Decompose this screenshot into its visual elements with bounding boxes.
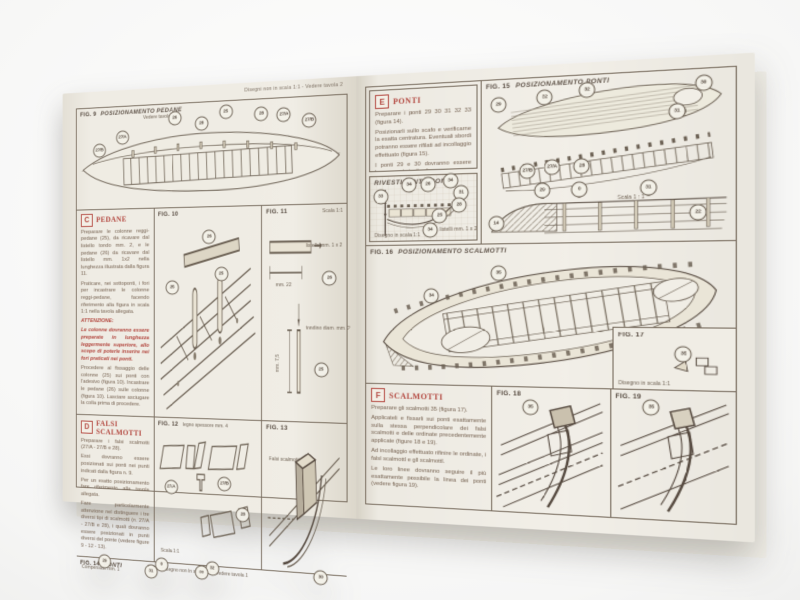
deck-positioning-drawing — [484, 78, 734, 242]
section-paragraph: Procedere al fissaggio delle colonne (25… — [80, 365, 150, 408]
fig9-panel: FIG. 9 POSIZIONAMENTO PEDANE Vedere tavo… — [77, 95, 347, 210]
fig10-panel: FIG. 10 — [153, 205, 262, 420]
section-paragraph: Fare particolarmente attenzione nel dist… — [80, 500, 150, 551]
section-c-paragraphs-2: Procedere al fissaggio delle colonne (25… — [81, 365, 149, 409]
fig17-scale: Disegno in scala 1:1 — [618, 379, 671, 388]
section-f-paragraphs: Preparare gli scalmotti 35 (figura 17).A… — [371, 405, 486, 495]
fig12-panel: FIG. 12 legno spessore mm. 4 — [153, 416, 262, 570]
page-left: Disegni non in scala 1:1 - Vedere tavola… — [62, 76, 357, 600]
section-d-letter-box: D — [80, 420, 93, 434]
page-left-frame: FIG. 9 POSIZIONAMENTO PEDANE Vedere tavo… — [75, 93, 350, 600]
section-paragraph: Applicateli e fissarli sui ponti esattam… — [371, 415, 487, 447]
scalmotti-positioning-drawing — [368, 253, 733, 389]
falsi-scalmotti-block-drawing — [264, 430, 345, 573]
fig11-rod-label: tondino diam. mm. 2 — [305, 325, 351, 333]
rivestimento-scale: Disegno in scala 1:1 — [374, 232, 421, 239]
section-paragraph: Ad incollaggio effettuato rifinire le or… — [371, 448, 487, 465]
section-f-title: SCALMOTTI — [389, 390, 444, 402]
section-e-paragraphs: Preparare i ponti 29 30 31 32 33 (figura… — [375, 107, 471, 172]
section-paragraph: Le loro linee dovranno seguire il più es… — [371, 465, 487, 490]
scalmotto-mount-drawing-18 — [495, 397, 608, 514]
section-f-letter-box: F — [371, 387, 386, 403]
section-c-title: PEDANE — [96, 215, 127, 225]
section-f-panel: F SCALMOTTI Preparare gli scalmotti 35 (… — [366, 384, 491, 510]
section-paragraph: Essi dovranno essere posizionati sui pon… — [80, 453, 150, 477]
fig11-panel: FIG. 11 Scala 1:1 — [261, 203, 350, 423]
section-d-panel: D FALSI SCALMOTTI Preparare i falsi scal… — [77, 414, 154, 561]
fig15-scale: Scala 1 : 1 — [617, 194, 645, 202]
section-paragraph: Per un esatto posizionamento fare riferi… — [80, 477, 150, 498]
section-e-letter-box: E — [375, 94, 390, 110]
section-paragraph: Posizionarli sullo scafo e verificarne l… — [375, 125, 472, 159]
fig17-panel: FIG. 17 Disegno in scala 1:1 35 — [612, 326, 736, 392]
fig11-strip-dim: mm. 22 — [275, 282, 292, 289]
rivestimento-panel: RIVESTIMENTO PONTI — [369, 172, 478, 243]
page-right-frame: E PONTI Preparare i ponti 29 30 31 32 33… — [365, 65, 737, 525]
fig16-panel: FIG. 16 POSIZIONAMENTO SCALMOTTI — [366, 240, 736, 392]
section-e-panel: E PONTI Preparare i ponti 29 30 31 32 33… — [369, 84, 478, 173]
rivestimento-strip-label: listelli mm. 1 x 2 — [439, 225, 478, 233]
section-d-title: FALSI SCALMOTTI — [96, 418, 142, 438]
fig11-rod-dim: mm. 7,5 — [274, 353, 281, 372]
hull-side-drawing — [78, 105, 344, 208]
section-c-panel: C PEDANE Preparare le colonne reggi-peda… — [77, 208, 154, 416]
pedane-isometric-drawing — [156, 215, 259, 417]
section-paragraph: I ponti 29 e 30 dovranno essere leggerme… — [375, 159, 472, 173]
fig15-panel: FIG. 15 POSIZIONAMENTO PONTI — [480, 66, 736, 245]
right-left-column: E PONTI Preparare i ponti 29 30 31 32 33… — [366, 81, 480, 245]
section-paragraph: Preparare i falsi scalmotti (27/A - 27/B… — [80, 437, 150, 452]
section-paragraph: Preparare i ponti 29 30 31 32 33 (figura… — [375, 107, 472, 126]
page-right: E PONTI Preparare i ponti 29 30 31 32 33… — [356, 52, 755, 543]
top-note: Disegni non in scala 1:1 - Vedere tavola… — [244, 81, 343, 94]
section-e-title: PONTI — [393, 95, 422, 106]
fig18-panel: FIG. 18 — [491, 386, 610, 517]
section-paragraph: Preparare gli scalmotti 35 (figura 17). — [371, 404, 468, 414]
falsi-scalmotti-parts-drawing — [156, 426, 259, 567]
section-c-letter-box: C — [80, 213, 93, 227]
listello-detail-drawing — [264, 213, 345, 420]
fig19-panel: FIG. 19 — [609, 389, 736, 524]
fig13-panel: FIG. 13 Falsi scalmotti — [261, 420, 347, 576]
attention-text: Le colonne dovranno essere preparate in … — [80, 327, 150, 363]
section-paragraph: Preparare le colonne reggi-pedane (25), … — [80, 228, 150, 278]
attention-label: ATTENZIONE: — [80, 318, 114, 325]
section-d-paragraphs: Preparare i falsi scalmotti (27/A - 27/B… — [81, 438, 149, 555]
section-c-paragraphs: Preparare le colonne reggi-pedane (25), … — [81, 228, 149, 316]
section-paragraph: Praticare, nei sottoponti, i fori per in… — [80, 280, 150, 315]
scalmotto-mount-drawing-19 — [613, 400, 733, 521]
instruction-booklet: Disegni non in scala 1:1 - Vedere tavola… — [62, 52, 755, 600]
fig11-strip-label: listello mm. 1 x 2 — [305, 242, 343, 250]
